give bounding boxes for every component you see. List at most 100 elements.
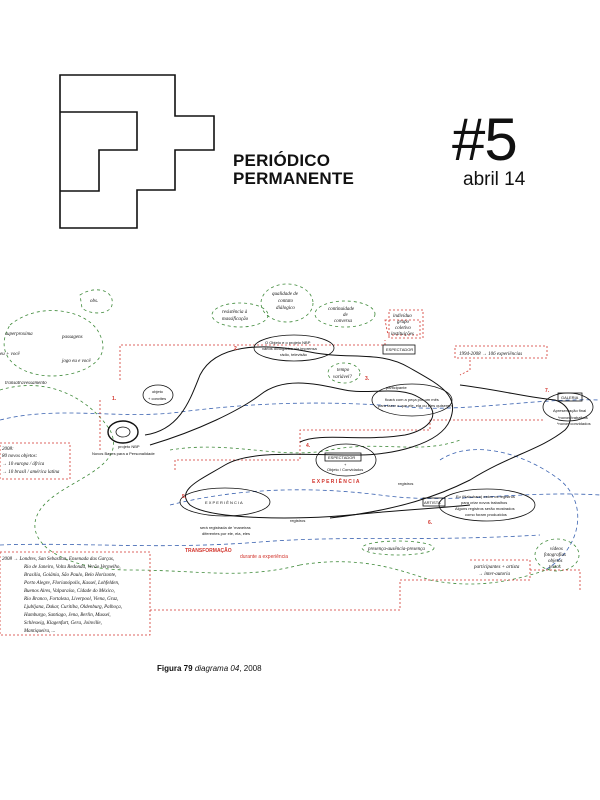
green-flow-right xyxy=(299,561,561,585)
step-5: 5. xyxy=(182,494,187,500)
bubble-presenca xyxy=(361,540,435,556)
caption-year: , 2008 xyxy=(239,664,262,673)
city-line-2: Rio de Janeiro, Volta Redonda, Verão Ver… xyxy=(23,565,121,570)
objeto-line1: objeto xyxy=(152,389,164,394)
left-brasil: → 10 brasil / américa latina xyxy=(2,470,60,475)
bubble-qualidade-l2: contato xyxy=(278,299,293,304)
note-passagens: passagens xyxy=(61,335,83,340)
green-blob-obs xyxy=(79,289,113,314)
logo-outline xyxy=(59,74,215,229)
step-2: 2. xyxy=(234,346,239,352)
city-line-4: Porto Alegre, Florianópolis, Kassel, Loh… xyxy=(23,581,119,586)
black-flow-main xyxy=(144,346,471,519)
bubble-continuidade xyxy=(314,300,376,328)
artista-text-3: Alguns registros serão mostrados xyxy=(455,506,515,511)
node-artista-tag xyxy=(422,497,446,507)
bubble-resistencia-l2: massificação xyxy=(222,317,249,322)
city-line-3: Brasília, Goiânia, São Paulo, Belo Horiz… xyxy=(24,573,116,578)
videos-l2: fotografias xyxy=(544,553,566,558)
title-line-2: PERMANENTE xyxy=(233,169,355,188)
periodico-permanente-logo xyxy=(59,74,215,229)
step-4: 4. xyxy=(306,443,311,449)
experiences-range: 1994-2008 → 106 experiências xyxy=(459,352,522,357)
artista-text-1: Eu (Nabuhara) estou os registros xyxy=(456,494,515,499)
publication-title: PERIÓDICO PERMANENTE xyxy=(233,152,354,188)
institution-2: grupo xyxy=(397,320,409,325)
node-espectador xyxy=(371,383,453,417)
step-1: 1. xyxy=(112,396,117,402)
espectador-label: ESPECTADOR xyxy=(386,347,413,352)
issue-date: abril 14 xyxy=(463,169,526,190)
blue-flow-top xyxy=(0,399,600,421)
bubble-tempo-l2: variável? xyxy=(333,375,352,380)
videos-l3: objetos xyxy=(548,559,562,564)
node-experiencia xyxy=(179,487,271,517)
inter-autoria-label: → inter-autoria xyxy=(478,572,510,577)
red-connector-mid xyxy=(99,360,545,470)
objeto-convidados-label: Objeto / Convidados xyxy=(327,467,363,472)
bubble-tempo xyxy=(327,362,361,384)
bubble-resistencia-l1: resistência à xyxy=(222,310,248,315)
bubble-videos xyxy=(534,538,580,572)
bubble-continuidade-l2: de xyxy=(343,313,349,318)
node-galeria-tag xyxy=(557,392,583,402)
institutions-box xyxy=(388,309,424,339)
galeria-label: GALERIA xyxy=(561,395,579,400)
bubble-qualidade-l1: qualidade de xyxy=(272,292,299,297)
projeto-nbp-label: projeto NBP xyxy=(118,444,140,449)
apresentacao-label: Apresentação final xyxy=(553,408,586,413)
videos-l1: vídeos xyxy=(550,547,563,552)
espectador2-label: ESPECTADOR xyxy=(328,455,355,460)
objeto-line2: + convites xyxy=(148,396,166,401)
transformacao-label: TRANSFORMAÇÃO xyxy=(185,547,232,554)
node-projeto-nbp xyxy=(107,420,139,444)
node-objeto-convites xyxy=(142,384,174,406)
bubble-resistencia xyxy=(211,302,269,328)
presenca-label: presença-ausência-presença xyxy=(367,547,425,552)
bubble-continuidade-l1: continuidade xyxy=(328,307,355,312)
durante-label: durante a experiência xyxy=(240,554,288,560)
novos-l1: *novos trabalhos xyxy=(558,415,588,420)
city-line-5: Buenos Aires, Valparaíso, Cidade do Méxi… xyxy=(24,589,115,594)
red-connector-top xyxy=(119,319,421,380)
left-year: 2008: xyxy=(2,447,14,452)
artista-text-4: como foram produzidos xyxy=(465,512,507,517)
diagram-04: obs. superproxima passagens eu + você jo… xyxy=(0,283,600,636)
node-espectador2 xyxy=(315,443,377,477)
participantes-label: participantes + artista xyxy=(473,565,520,570)
bubble-qualidade xyxy=(260,283,314,323)
step-6: 6. xyxy=(428,520,433,526)
participante-label: participante xyxy=(386,385,407,390)
n2-line1: O Objeto e o projeto NBP xyxy=(265,340,311,345)
note-superproxima: superproxima xyxy=(5,332,33,337)
registros-label: registros xyxy=(398,481,413,486)
city-line-1: 2008 → Londres, San Sebastian, Ensenada … xyxy=(2,557,114,562)
artista-label: ARTISTA xyxy=(424,500,441,505)
institution-4: instituições xyxy=(391,332,414,337)
note-obs: obs. xyxy=(90,299,98,304)
blue-flow-right xyxy=(439,449,579,571)
green-flow-left xyxy=(0,385,301,574)
red-connector-bottom xyxy=(150,559,581,611)
city-line-10: Mantiqueira, ... xyxy=(23,629,55,634)
node-projeto-nbp-inner xyxy=(115,426,131,438)
city-line-6: Rio Branco, Fortaleza, Liverpool, Viena,… xyxy=(23,597,118,602)
green-blob-top-left xyxy=(3,310,104,377)
black-flow-inner xyxy=(149,382,434,446)
city-line-7: Ljubljana, Dakar, Curitiba, Oldenburg, P… xyxy=(23,605,122,610)
experiences-range-box xyxy=(454,345,548,359)
title-line-1: PERIÓDICO xyxy=(233,151,331,170)
caption-figure: Figura 79 xyxy=(157,664,193,673)
institution-3: coletivo xyxy=(395,326,411,331)
figure-caption: Figura 79 diagrama 04, 2008 xyxy=(157,664,262,673)
registrada-l1: será registrada de 'maneiras xyxy=(200,525,251,530)
videos-l4: textos xyxy=(549,565,561,570)
experiencia-red-label: E X P E R I Ê N C I A xyxy=(312,477,360,485)
caption-title: diagrama 04 xyxy=(194,664,240,673)
experiencia-box-label: E X P E R I Ê N C I A xyxy=(205,500,243,505)
node-artista-text xyxy=(438,488,536,522)
city-line-9: Schleswig, Klagenfurt, Gera, Joinville, xyxy=(24,621,102,626)
note-eu-voce: eu + você xyxy=(0,352,21,357)
step-3: 3. xyxy=(365,376,370,382)
